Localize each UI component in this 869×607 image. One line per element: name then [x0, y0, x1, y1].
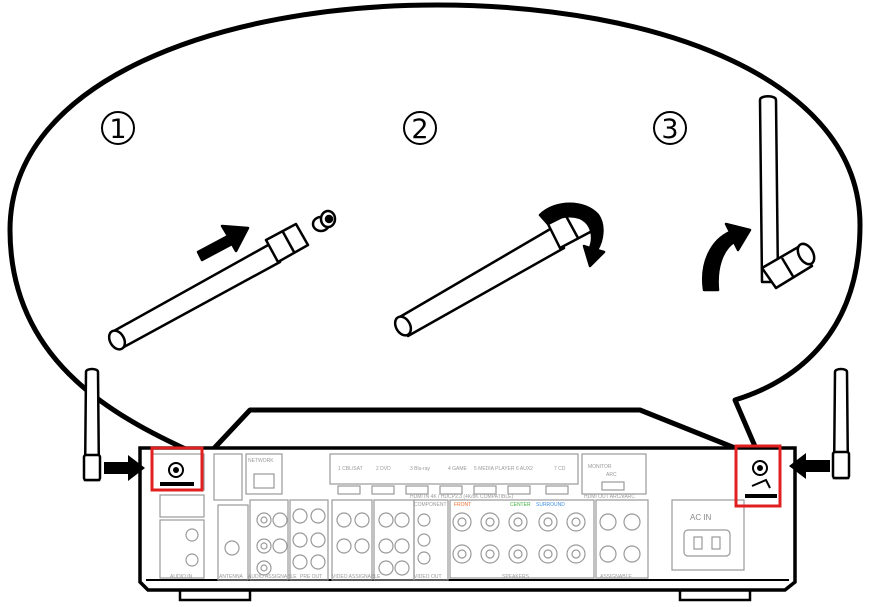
- callout-bubble: [7, 2, 863, 461]
- right-arrow-icon: [789, 453, 830, 479]
- hdmi-label-6: 6 AUX2: [516, 466, 533, 472]
- left-antenna-highlight: [150, 446, 204, 492]
- audio-in-label: AUDIO IN: [170, 574, 193, 580]
- hdmi-in-label: HDMI IN 4K / HDCP2.3 (4K/8K COMPATIBLE): [410, 494, 514, 500]
- receiver-rear-panel: 1 CBL/SAT 2 DVD 3 Blu-ray 4 GAME 5 MEDIA…: [138, 444, 797, 602]
- right-antenna-highlight: [734, 444, 782, 508]
- left-arrow-icon: [104, 455, 145, 481]
- connector-nut: [311, 209, 337, 233]
- front-label: FRONT: [454, 502, 471, 508]
- right-side-antenna: [831, 367, 851, 480]
- video-out-label: VIDEO OUT: [414, 574, 442, 580]
- hdmi-label-7: 7 CD: [554, 466, 566, 472]
- rotate-arrow-icon: [538, 202, 606, 268]
- video-assignable-label: VIDEO ASSIGNABLE: [332, 574, 381, 580]
- monitor-label: MONITOR: [588, 464, 612, 470]
- right-antenna-connector: [745, 460, 777, 498]
- step-2-number: 2: [411, 114, 428, 145]
- hdmi-label-2: 2 DVD: [376, 466, 391, 472]
- receiver-labels: 1 CBL/SAT 2 DVD 3 Blu-ray 4 GAME 5 MEDIA…: [170, 458, 712, 580]
- antenna-tip: [107, 329, 127, 351]
- step-3-number: 3: [661, 114, 678, 145]
- rca-jacks: [185, 508, 431, 576]
- step-1-marker: 1: [101, 111, 135, 145]
- receiver-chassis: [138, 446, 797, 592]
- hdmi-label-4: 4 GAME: [448, 466, 468, 472]
- ac-in-label: AC IN: [690, 513, 712, 522]
- step-3-antenna-illustration: [701, 95, 816, 292]
- step-2-marker: 2: [403, 111, 437, 145]
- hdmi-label-3: 3 Blu-ray: [410, 466, 431, 472]
- antenna-collar: [264, 222, 310, 264]
- component-label: COMPONENT: [414, 502, 447, 508]
- surround-label: SURROUND: [536, 502, 565, 508]
- antenna-label: ANTENNA: [219, 574, 244, 580]
- pre-out-label: PRE OUT: [300, 574, 322, 580]
- hdmi-input-ports: [337, 481, 625, 495]
- audio-assignable-label: AUDIO ASSIGNABLE: [248, 574, 297, 580]
- network-label: NETWORK: [248, 458, 274, 464]
- raise-arrow-icon: [701, 222, 752, 292]
- speakers-label: SPEAKERS: [502, 574, 530, 580]
- push-arrow-icon: [196, 224, 250, 262]
- left-side-antenna: [82, 367, 102, 482]
- step-3-marker: 3: [653, 111, 687, 145]
- receiver-panel-details: [151, 453, 745, 581]
- speaker-terminals: [452, 512, 641, 564]
- hdmi-label-5: 5 MEDIA PLAYER: [474, 466, 515, 472]
- step-2-antenna-illustration: [393, 202, 606, 338]
- step-1-antenna-illustration: [107, 209, 337, 351]
- assignable-label: ASSIGNABLE: [600, 574, 632, 580]
- hdmi-out-label: HDMI OUT ARC/eARC: [584, 494, 635, 500]
- center-label: CENTER: [510, 502, 531, 508]
- antenna-tip: [393, 315, 413, 337]
- left-antenna-connector: [160, 462, 194, 486]
- monitor-sub-label: ARC: [606, 472, 617, 478]
- hdmi-label-1: 1 CBL/SAT: [338, 466, 363, 472]
- step-1-number: 1: [109, 114, 126, 145]
- antenna-rod: [758, 95, 780, 284]
